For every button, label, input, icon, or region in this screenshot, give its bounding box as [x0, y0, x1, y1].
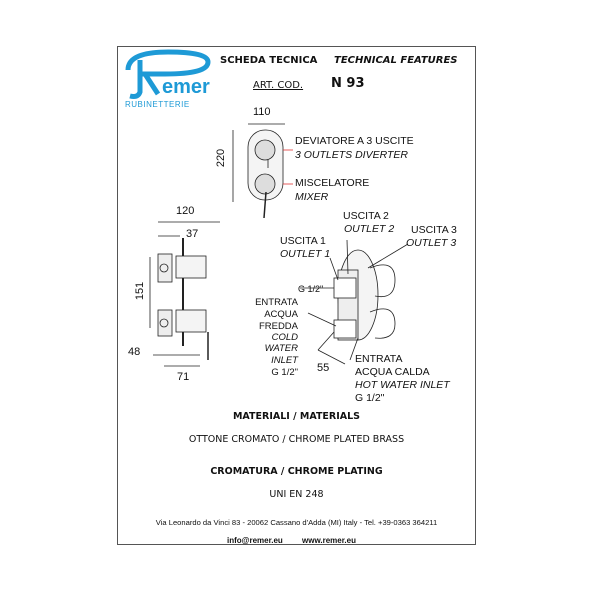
- dim-offset-71: 71: [177, 371, 190, 383]
- materials-value: OTTONE CROMATO / CHROME PLATED BRASS: [188, 434, 405, 445]
- footer-email[interactable]: info@remer.eu: [227, 536, 283, 545]
- dim-bottom-48: 48: [128, 346, 141, 358]
- cold-inlet-en-3: INLET: [271, 355, 298, 366]
- cold-inlet-en-1: COLD: [271, 332, 298, 343]
- plating-heading: CROMATURA / CHROME PLATING: [210, 466, 383, 477]
- mixer-label-en: MIXER: [295, 191, 329, 203]
- plating-value: UNI EN 248: [269, 489, 324, 500]
- cold-inlet-thread: G 1/2": [271, 367, 298, 378]
- cold-inlet-it-3: FREDDA: [258, 321, 298, 332]
- mixer-knob: [254, 173, 276, 195]
- cold-inlet-it-1: ENTRATA: [255, 297, 298, 308]
- hot-inlet-thread: G 1/2": [355, 392, 385, 404]
- outlet3-label-it: USCITA 3: [411, 224, 457, 236]
- footer-address: Via Leonardo da Vinci 83 - 20062 Cassano…: [155, 518, 438, 527]
- diverter-label-it: DEVIATORE A 3 USCITE: [295, 135, 414, 147]
- mixer-label-it: MISCELATORE: [295, 177, 370, 189]
- cold-inlet-it-2: ACQUA: [264, 309, 298, 320]
- hot-inlet-it-1: ENTRATA: [355, 353, 403, 365]
- dim-depth-120: 120: [176, 205, 195, 217]
- hot-inlet-it-2: ACQUA CALDA: [355, 366, 430, 378]
- outlet2-label-en: OUTLET 2: [344, 223, 395, 235]
- cold-inlet-en-2: WATER: [264, 343, 298, 354]
- footer-website[interactable]: www.remer.eu: [302, 536, 356, 545]
- outlet1-label-it: USCITA 1: [280, 235, 326, 247]
- materials-heading: MATERIALI / MATERIALS: [232, 411, 361, 422]
- svg-text:emer: emer: [162, 76, 210, 98]
- outlet2-label-it: USCITA 2: [343, 210, 389, 222]
- outlet-thread: G 1/2": [298, 284, 324, 294]
- title-english: TECHNICAL FEATURES: [334, 55, 458, 66]
- dim-width-110: 110: [253, 106, 271, 118]
- dim-spacing-55: 55: [317, 362, 330, 374]
- diverter-knob: [254, 139, 276, 161]
- dim-height-220: 220: [215, 148, 228, 168]
- outlet1-label-en: OUTLET 1: [280, 248, 331, 260]
- dim-height-151: 151: [134, 281, 147, 301]
- art-code-label: ART. COD.: [253, 80, 304, 91]
- hot-inlet-en: HOT WATER INLET: [355, 379, 450, 391]
- dim-plate-37: 37: [186, 228, 199, 240]
- outlet3-label-en: OUTLET 3: [406, 237, 457, 249]
- diverter-label-en: 3 OUTLETS DIVERTER: [295, 149, 408, 161]
- sheet-border: [117, 46, 476, 545]
- title-italian: SCHEDA TECNICA: [220, 55, 318, 66]
- art-code-value: N 93: [331, 76, 365, 91]
- logo-subtitle: RUBINETTERIE: [125, 100, 190, 109]
